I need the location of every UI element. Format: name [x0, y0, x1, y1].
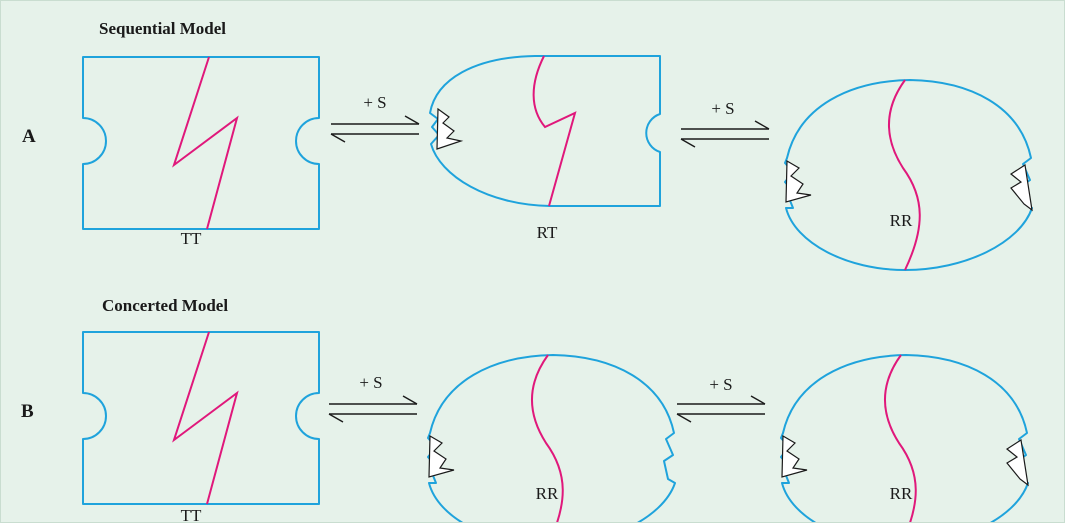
- rt-subunit-pair-icon: [429, 55, 661, 207]
- row-label-a: A: [22, 126, 36, 147]
- state-label-a-2: RT: [537, 223, 558, 242]
- substrate-addition-label-a1: + S: [363, 93, 386, 112]
- row-label-b: B: [21, 401, 34, 422]
- tt-subunit-pair-icon: [82, 331, 320, 505]
- equilibrium-arrow-a2-icon: [680, 120, 770, 148]
- equilibrium-arrow-b2-icon: [676, 395, 766, 423]
- substrate-addition-label-a2: + S: [711, 99, 734, 118]
- state-label-a-1: TT: [181, 229, 202, 248]
- state-label-b-1: TT: [181, 506, 202, 522]
- state-label-a-3: RR: [890, 211, 913, 230]
- state-label-b-3: RR: [890, 484, 913, 503]
- substrate-addition-label-b2: + S: [709, 375, 732, 394]
- rr-subunit-pair-icon: [784, 79, 1033, 271]
- equilibrium-arrow-b1-icon: [328, 395, 418, 423]
- equilibrium-arrow-a1-icon: [330, 115, 420, 143]
- concerted-model-title: Concerted Model: [102, 296, 228, 315]
- substrate-addition-label-b1: + S: [359, 373, 382, 392]
- tt-subunit-pair-icon: [82, 56, 320, 230]
- sequential-model-title: Sequential Model: [99, 19, 226, 38]
- state-label-b-2: RR: [536, 484, 559, 503]
